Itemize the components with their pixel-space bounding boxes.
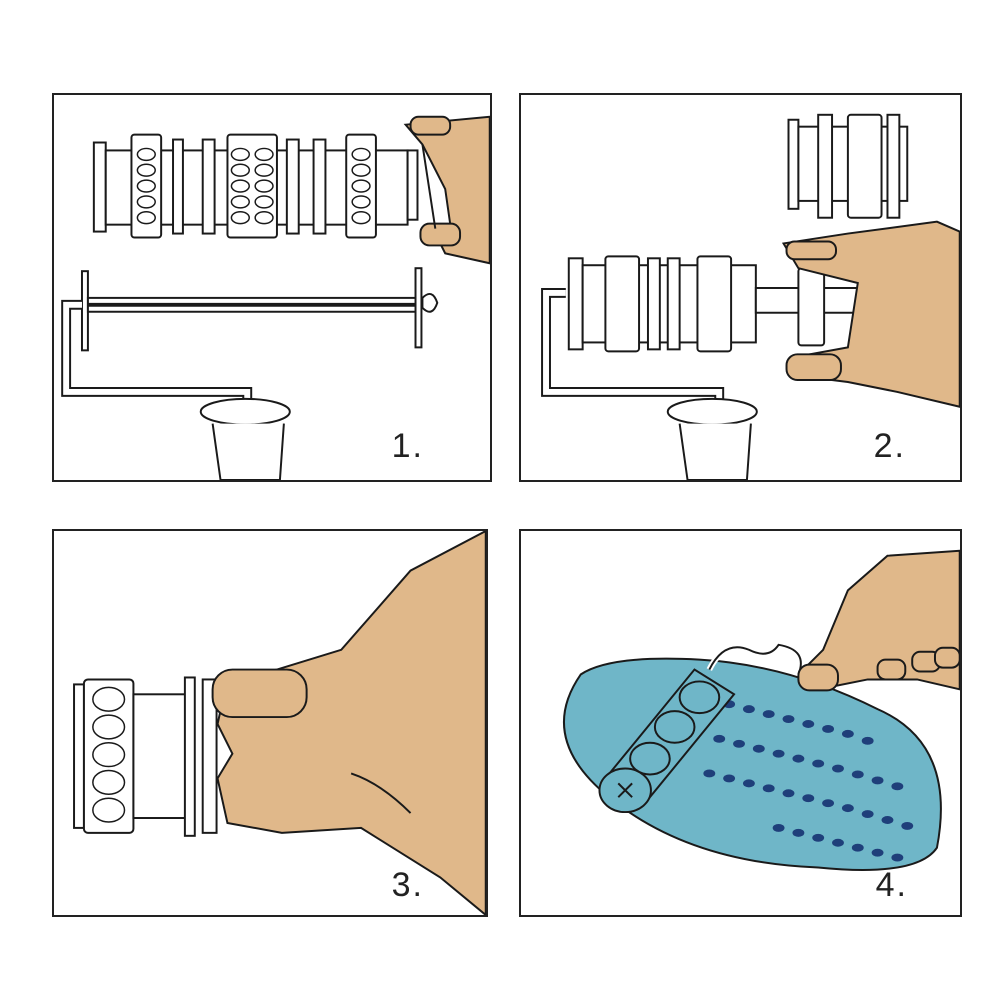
step-number: 3. [391,866,424,904]
step-number: 2. [873,427,906,465]
axle-with-rings-icon [541,255,896,480]
dough-pattern-icon [703,700,914,862]
step-panel-2: 2. [519,93,962,482]
rolling-dough-illustration [562,549,960,871]
spare-rings-icon [787,113,909,219]
hand-icon [403,115,490,265]
hand-icon [797,549,960,692]
roller-end-icon [73,676,218,837]
hand-icon [781,220,960,408]
step-panel-1: 1. [52,93,492,482]
axle-frame-icon [61,267,439,404]
roller-assembly-illustration [61,115,490,480]
step-number: 4. [875,866,908,904]
handle-icon [199,397,291,480]
adding-rings-illustration [541,113,960,480]
roller-icon [598,641,804,814]
ring-pattern-icon [92,686,126,823]
step-number: 1. [391,427,424,465]
step-panel-3: 3. [52,529,488,917]
securing-rings-illustration [73,531,486,915]
hand-icon [211,531,486,915]
step-panel-4: 4. [519,529,962,917]
